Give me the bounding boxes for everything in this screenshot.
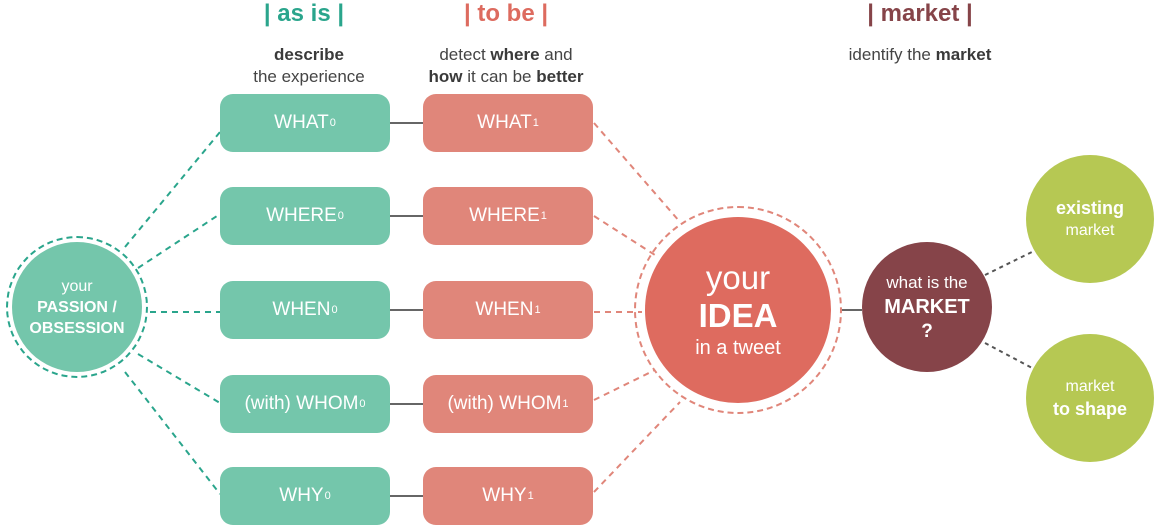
box-label: WHAT (477, 112, 532, 133)
box-subscript: 0 (359, 398, 366, 410)
box-label: (with) WHOM (244, 393, 359, 414)
shape-bold: to shape (1052, 398, 1127, 419)
desc-market-text: identify the (848, 45, 936, 64)
idea-ring (634, 206, 842, 414)
box-label: WHEN (272, 299, 331, 320)
existing-market-circle: existing market (1026, 155, 1154, 283)
market-line1: what is the (886, 272, 968, 292)
box-subscript: 1 (527, 490, 534, 502)
description-to-be: detect where and how it can be better (429, 44, 584, 88)
box-subscript: 1 (562, 398, 569, 410)
market-line3: ? (921, 320, 933, 342)
link-passion-where0 (137, 213, 221, 269)
description-as-is: describe the experience (253, 44, 365, 88)
box-subscript: 0 (324, 490, 331, 502)
existing-bold: existing (1055, 197, 1125, 218)
desc-to-be-bold: where (490, 45, 540, 64)
desc-as-is-bold: describe (274, 45, 344, 64)
link-where1-idea (593, 215, 656, 256)
link-whom1-idea (593, 369, 656, 401)
shape-market-circle: market to shape (1026, 334, 1154, 462)
box-label: WHERE (469, 205, 540, 226)
market-line2: MARKET (884, 295, 970, 318)
link-what1-idea (593, 122, 681, 223)
box-label: WHY (482, 485, 527, 506)
box-label: WHY (279, 485, 324, 506)
idea-circle: your IDEA in a tweet (645, 217, 831, 403)
box-subscript: 0 (329, 117, 336, 129)
existing-plain: market (1065, 221, 1115, 239)
passion-circle: your PASSION / OBSESSION (12, 242, 142, 372)
desc-market-bold: market (935, 45, 992, 64)
box-label: WHAT (274, 112, 329, 133)
header-to-be: | to be | (463, 0, 549, 27)
desc-as-is-plain: the experience (253, 67, 365, 86)
box-label: WHERE (266, 205, 337, 226)
desc-to-be-bold: better (536, 67, 584, 86)
box-subscript: 1 (540, 210, 547, 222)
passion-line2: PASSION / (37, 298, 117, 316)
link-passion-what0 (124, 131, 221, 248)
description-market: identify the market (849, 44, 992, 66)
box-label: (with) WHOM (447, 393, 562, 414)
market-circle: what is the MARKET ? (862, 242, 992, 372)
passion-ring (6, 236, 148, 378)
shape-plain: market (1065, 377, 1115, 395)
desc-to-be-text: and (539, 45, 573, 64)
link-market-existing (984, 249, 1037, 276)
header-as-is: | as is | (263, 0, 345, 27)
desc-to-be-text: detect (439, 45, 491, 64)
idea-line3: in a tweet (695, 337, 781, 359)
box-subscript: 1 (532, 117, 539, 129)
link-why1-idea (593, 401, 681, 493)
desc-to-be-bold: how (428, 67, 463, 86)
box-subscript: 0 (337, 210, 344, 222)
desc-to-be-text: it can be (462, 67, 537, 86)
link-passion-whom0 (137, 353, 221, 404)
box-subscript: 0 (331, 304, 338, 316)
passion-line3: OBSESSION (29, 319, 125, 337)
passion-line1: your (61, 277, 93, 295)
header-market: | market | (867, 0, 973, 27)
idea-line2: IDEA (698, 297, 778, 334)
box-subscript: 1 (534, 304, 541, 316)
box-label: WHEN (475, 299, 534, 320)
link-passion-why0 (124, 371, 221, 495)
idea-line1: your (705, 259, 771, 296)
link-market-shape (984, 342, 1037, 371)
